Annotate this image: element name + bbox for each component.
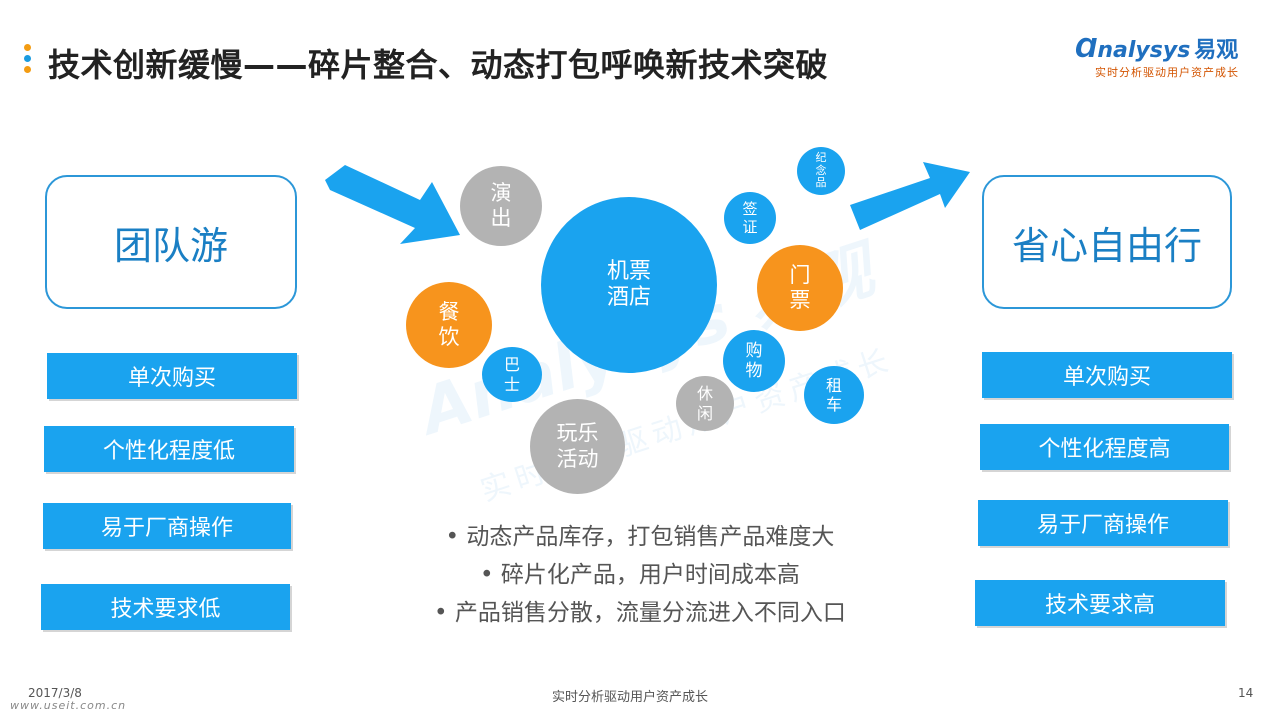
bubble-tickets-char-2: 票 <box>789 288 811 312</box>
bubble-hotel-label: 酒店 <box>606 285 651 310</box>
bullet-item-1: • 动态产品库存，打包销售产品难度大 <box>445 524 835 550</box>
bubble-bus: 巴士 <box>482 347 542 402</box>
logo-brand-latin: nalysys <box>1097 38 1191 63</box>
bubble-visa-char-1: 签 <box>742 200 758 218</box>
bubble-shopping-char-1: 购 <box>745 340 763 361</box>
bullet-item-3: • 产品销售分散，流量分流进入不同入口 <box>434 600 846 626</box>
bubble-leisure-char-2: 闲 <box>696 403 713 423</box>
bubble-souvenir-char-2: 念 <box>815 163 827 177</box>
group-tour-box: 团队游 <box>45 175 297 309</box>
bubble-souvenir-char-1: 纪 <box>815 151 827 165</box>
free-travel-box: 省心自由行 <box>982 175 1232 309</box>
right-bar-3: 易于厂商操作 <box>978 500 1228 546</box>
bubble-activities: 玩乐活动 <box>530 399 625 494</box>
footer-site: www.useit.com.cn <box>10 699 127 712</box>
bubble-performance: 演出 <box>460 166 542 246</box>
bubble-performance-char-1: 演 <box>490 180 512 205</box>
left-bar-1: 单次购买 <box>47 353 297 399</box>
dot-orange-1 <box>24 44 31 51</box>
right-arrow-icon <box>850 162 970 230</box>
bubble-rental-char-2: 车 <box>825 395 842 414</box>
bubble-car-rental: 租车 <box>804 366 864 424</box>
bubble-activities-line-2: 活动 <box>556 446 599 471</box>
footer-tagline: 实时分析驱动用户资产成长 <box>552 690 709 705</box>
bubble-flight-hotel: 机票酒店 <box>541 197 717 373</box>
right-bar-2: 个性化程度高 <box>980 424 1229 470</box>
bubble-bus-char-1: 巴 <box>503 355 520 375</box>
logo-a-icon: Ɑ <box>1075 34 1098 64</box>
bubble-shopping: 购物 <box>723 330 785 392</box>
bubble-dining-char-1: 餐 <box>438 299 460 324</box>
bubble-visa: 签证 <box>724 192 776 244</box>
bubble-leisure-char-1: 休 <box>696 384 713 404</box>
left-bar-2: 个性化程度低 <box>44 426 294 472</box>
logo-tagline: 实时分析驱动用户资产成长 <box>1095 66 1239 79</box>
bubble-activities-line-1: 玩乐 <box>556 421 599 446</box>
bubble-rental-char-1: 租 <box>825 375 842 395</box>
right-bar-4: 技术要求高 <box>975 580 1225 626</box>
bubble-flight-label: 机票 <box>606 258 651 284</box>
left-arrow-icon <box>325 165 460 244</box>
bubble-dining: 餐饮 <box>406 282 492 368</box>
dot-orange-2 <box>24 66 31 73</box>
left-bar-3: 易于厂商操作 <box>43 503 291 549</box>
bubble-shopping-char-2: 物 <box>745 361 763 381</box>
title-bullet-dots <box>24 44 32 77</box>
bubble-dining-char-2: 饮 <box>438 325 460 349</box>
bubble-tickets-char-1: 门 <box>789 262 811 287</box>
bubble-souvenir-char-3: 品 <box>815 176 827 190</box>
bullet-item-2: • 碎片化产品，用户时间成本高 <box>480 562 800 588</box>
bubble-tickets: 门票 <box>757 245 843 331</box>
dot-blue <box>24 55 31 62</box>
footer-date: 2017/3/8 <box>28 686 82 700</box>
left-bar-4: 技术要求低 <box>41 584 290 630</box>
challenge-bullet-list: • 动态产品库存，打包销售产品难度大 • 碎片化产品，用户时间成本高 • 产品销… <box>400 518 880 632</box>
page-number: 14 <box>1238 686 1254 700</box>
logo-brand-cn: 易观 <box>1194 38 1239 63</box>
bubble-visa-char-2: 证 <box>742 218 758 236</box>
bubble-leisure: 休闲 <box>676 376 734 431</box>
page-title: 技术创新缓慢——碎片整合、动态打包呼唤新技术突破 <box>48 46 829 84</box>
bubble-performance-char-2: 出 <box>490 206 512 230</box>
bubble-souvenir: 纪念品 <box>797 147 845 195</box>
bubble-bus-char-2: 士 <box>503 374 520 394</box>
right-bar-1: 单次购买 <box>982 352 1232 398</box>
